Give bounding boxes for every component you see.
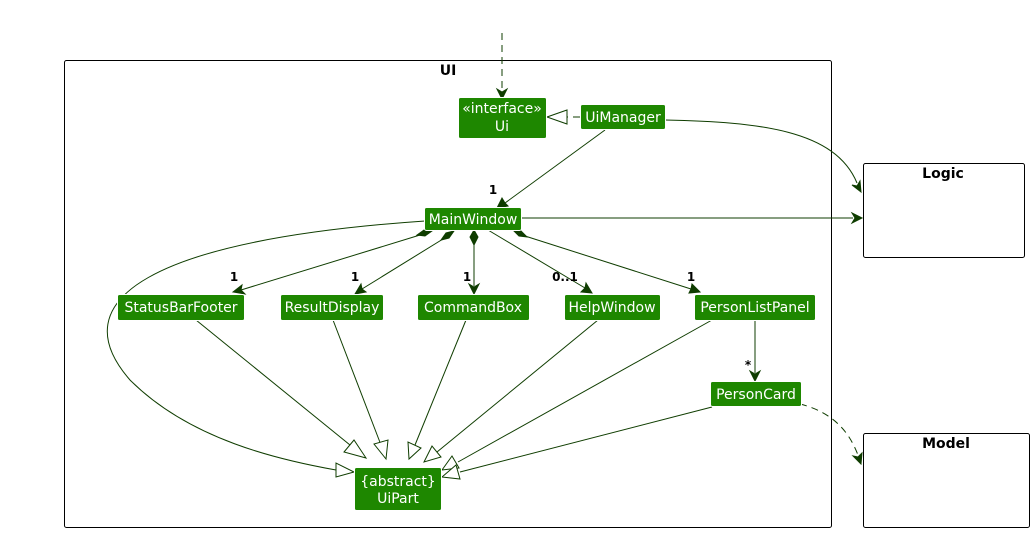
class-uimanager-name: UiManager (585, 110, 661, 126)
class-resultdisplay: ResultDisplay (280, 294, 384, 321)
edge-mainwindow-generalizes-uipart (106, 220, 426, 478)
edge-mainwindow-to-personlistpanel (511, 229, 702, 294)
multiplicity-personlistpanel: 1 (687, 270, 695, 284)
multiplicity-personcard: * (745, 358, 752, 372)
class-statusbarfooter-name: StatusBarFooter (124, 300, 237, 316)
class-ui-interface: «interface» Ui (458, 97, 547, 139)
class-helpwindow-name: HelpWindow (568, 300, 655, 316)
edge-helpwindow-generalizes-uipart (423, 319, 599, 463)
class-personcard: PersonCard (710, 381, 802, 407)
multiplicity-commandbox: 1 (463, 270, 471, 284)
edge-mainwindow-to-commandbox (467, 228, 481, 296)
edge-uimanager-to-logic (664, 119, 862, 194)
edge-resultdisplay-generalizes-uipart (332, 319, 389, 461)
package-model-title: Model (922, 436, 970, 452)
edge-mainwindow-to-resultdisplay (354, 230, 456, 295)
class-helpwindow: HelpWindow (564, 294, 661, 321)
edge-personcard-to-model (799, 403, 863, 466)
edge-uimanager-realizes-ui (545, 109, 580, 125)
class-uipart-stereotype: {abstract} (360, 474, 436, 490)
multiplicity-resultdisplay: 1 (351, 270, 359, 284)
package-ui-title: UI (440, 63, 457, 79)
package-logic-title: Logic (922, 166, 964, 182)
multiplicity-helpwindow: 0..1 (552, 270, 578, 284)
class-statusbarfooter: StatusBarFooter (117, 294, 245, 321)
package-logic: Logic (863, 163, 1025, 258)
class-personlistpanel-name: PersonListPanel (700, 300, 809, 316)
edge-commandbox-generalizes-uipart (407, 319, 467, 461)
multiplicity-mainwindow: 1 (489, 183, 497, 197)
class-mainwindow: MainWindow (424, 207, 522, 231)
class-uipart: {abstract} UiPart (354, 467, 442, 511)
class-uimanager: UiManager (580, 104, 666, 130)
edge-mainwindow-to-logic (521, 211, 864, 225)
class-mainwindow-name: MainWindow (429, 212, 518, 228)
class-personcard-name: PersonCard (716, 387, 796, 403)
class-resultdisplay-name: ResultDisplay (285, 300, 380, 316)
edge-uimanager-to-mainwindow (496, 129, 606, 209)
edge-mainwindow-to-helpwindow (487, 229, 593, 294)
class-commandbox: CommandBox (417, 294, 530, 321)
class-commandbox-name: CommandBox (424, 300, 522, 316)
multiplicity-statusbarfooter: 1 (230, 270, 238, 284)
class-personlistpanel: PersonListPanel (694, 294, 816, 321)
class-ui-interface-stereotype: «interface» (462, 101, 542, 117)
package-model: Model (863, 433, 1030, 528)
class-uipart-name: UiPart (377, 491, 419, 507)
edge-external-to-ui (495, 33, 509, 101)
edge-personlistpanel-to-personcard (748, 320, 762, 383)
edge-personcard-generalizes-uipart (440, 406, 713, 480)
class-ui-interface-name: Ui (495, 119, 509, 135)
edge-mainwindow-to-statusbarfooter (231, 229, 434, 295)
edge-statusbarfooter-generalizes-uipart (195, 319, 368, 459)
